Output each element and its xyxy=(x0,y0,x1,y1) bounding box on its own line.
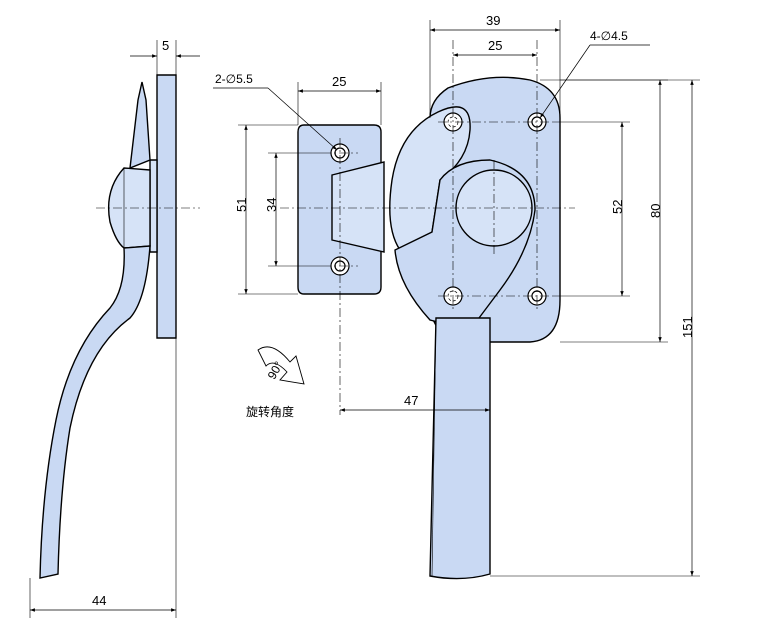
strike-plate-view: 25 51 34 2-∅5.5 xyxy=(213,72,385,415)
rotation-arrow-icon xyxy=(257,346,305,385)
side-view: 5 44 xyxy=(29,38,200,618)
side-spacer xyxy=(149,159,158,253)
dim-body-width: 39 xyxy=(486,13,500,28)
dim-plate-thickness: 5 xyxy=(162,38,169,53)
dim-body-height: 80 xyxy=(648,204,663,218)
dim-strike-inner: 34 xyxy=(264,198,279,212)
dim-handle-offset: 47 xyxy=(404,393,418,408)
dim-body-hole-y: 52 xyxy=(610,200,625,214)
side-handle xyxy=(39,245,151,579)
note-body-holes: 4-∅4.5 xyxy=(590,29,628,43)
rotation-angle-label: 旋转角度 xyxy=(246,404,294,419)
strike-tongue xyxy=(331,161,385,253)
front-handle xyxy=(429,317,491,580)
dim-total-depth: 44 xyxy=(92,593,106,608)
front-view: 39 25 4-∅4.5 52 80 151 47 xyxy=(280,13,700,580)
side-mounting-plate xyxy=(156,74,177,339)
dim-strike-outer: 51 xyxy=(234,198,249,212)
dim-strike-width: 25 xyxy=(332,74,346,89)
dim-overall-height: 151 xyxy=(680,316,695,338)
note-strike-holes: 2-∅5.5 xyxy=(215,72,253,86)
side-cam-blade xyxy=(129,81,151,170)
rotation-angle-icon: 90° 旋转角度 xyxy=(246,346,305,419)
dim-body-hole-x: 25 xyxy=(488,38,502,53)
side-hub xyxy=(107,167,151,249)
